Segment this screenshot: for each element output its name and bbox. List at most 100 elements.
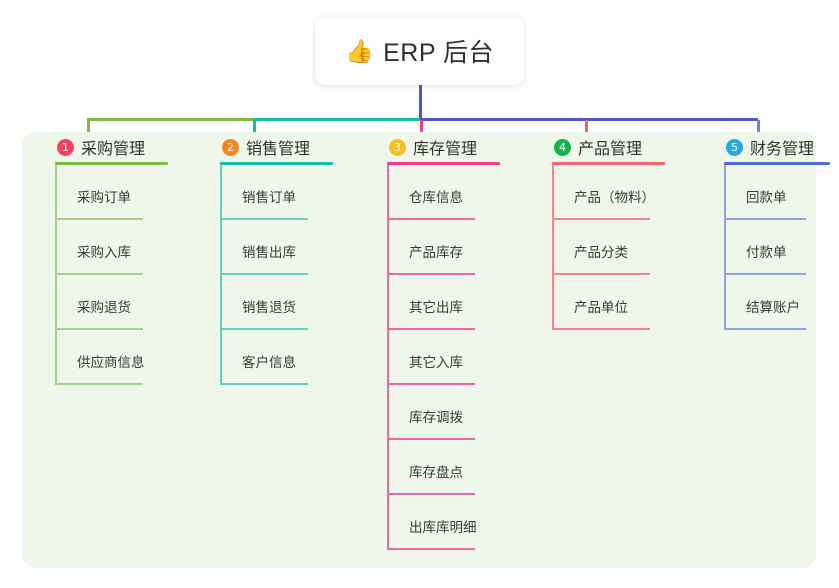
branch-underline — [724, 162, 830, 165]
leaf-item[interactable]: 采购订单 — [55, 165, 201, 220]
leaf-item[interactable]: 销售出库 — [220, 220, 364, 275]
leaf-item-label: 仓库信息 — [409, 190, 463, 205]
leaf-item-underline — [387, 438, 475, 440]
leaf-item[interactable]: 销售订单 — [220, 165, 364, 220]
leaf-item-underline — [387, 493, 475, 495]
branch-children: 采购订单采购入库采购退货供应商信息 — [55, 165, 201, 385]
leaf-item[interactable]: 产品单位 — [552, 275, 704, 330]
leaf-item[interactable]: 采购退货 — [55, 275, 201, 330]
leaf-item-label: 销售出库 — [242, 245, 296, 260]
leaf-item-label: 产品库存 — [409, 245, 463, 260]
root-node[interactable]: 👍 ERP 后台 — [315, 17, 524, 85]
leaf-item[interactable]: 客户信息 — [220, 330, 364, 385]
leaf-item[interactable]: 销售退货 — [220, 275, 364, 330]
branch-underline — [552, 162, 665, 165]
leaf-item[interactable]: 付款单 — [724, 220, 839, 275]
branch-title: 产品管理 — [578, 141, 643, 158]
root-node-label: ERP 后台 — [383, 39, 495, 67]
branch-title: 库存管理 — [413, 141, 478, 158]
branch-spine — [387, 165, 389, 550]
branch-underline — [55, 162, 168, 165]
branch-underline — [220, 162, 333, 165]
branch-number-badge: 4 — [554, 138, 571, 156]
leaf-item-label: 供应商信息 — [77, 355, 145, 370]
leaf-item-underline — [724, 328, 806, 330]
bus-segment-green — [87, 118, 254, 121]
leaf-item-label: 付款单 — [746, 245, 787, 260]
root-trunk-connector — [419, 85, 422, 120]
thumbs-up-icon: 👍 — [344, 37, 375, 64]
branch-spine — [55, 165, 57, 385]
leaf-item-underline — [387, 548, 475, 550]
leaf-item[interactable]: 采购入库 — [55, 220, 201, 275]
branch-children: 销售订单销售出库销售退货客户信息 — [220, 165, 364, 385]
branch-children: 回款单付款单结算账户 — [724, 165, 839, 330]
leaf-item-underline — [387, 218, 475, 220]
leaf-item-underline — [55, 383, 143, 385]
leaf-item-underline — [387, 273, 475, 275]
leaf-item-label: 回款单 — [746, 190, 787, 205]
leaf-item[interactable]: 仓库信息 — [387, 165, 531, 220]
branch-children: 仓库信息产品库存其它出库其它入库库存调拨库存盘点出库库明细 — [387, 165, 531, 550]
leaf-item-label: 产品（物料） — [574, 190, 655, 205]
leaf-item-underline — [387, 383, 475, 385]
leaf-item-label: 其它入库 — [409, 355, 463, 370]
branch-number-badge: 1 — [57, 138, 74, 156]
branch-column-产品管理: 4 产品管理产品（物料） 产品分类产品单位 — [552, 132, 704, 330]
leaf-item[interactable]: 产品（物料） — [552, 165, 704, 220]
leaf-item-label: 产品单位 — [574, 300, 628, 315]
leaf-item[interactable]: 库存调拨 — [387, 385, 531, 440]
leaf-item[interactable]: 产品库存 — [387, 220, 531, 275]
leaf-item-label: 库存盘点 — [409, 465, 463, 480]
branch-title: 销售管理 — [246, 141, 311, 158]
leaf-item-underline — [220, 273, 308, 275]
leaf-item-label: 采购入库 — [77, 245, 131, 260]
branch-number-badge: 2 — [222, 138, 239, 156]
leaf-item-label: 采购订单 — [77, 190, 131, 205]
leaf-item-label: 销售订单 — [242, 190, 296, 205]
leaf-item[interactable]: 其它出库 — [387, 275, 531, 330]
branch-header-产品管理[interactable]: 4 产品管理 — [552, 132, 704, 162]
leaf-item-underline — [387, 328, 475, 330]
branch-title: 采购管理 — [81, 141, 146, 158]
branch-column-采购管理: 1 采购管理采购订单采购入库采购退货供应商信息 — [55, 132, 201, 385]
leaf-item-label: 产品分类 — [574, 245, 628, 260]
branch-number-badge: 3 — [389, 138, 406, 156]
leaf-item-underline — [552, 218, 650, 220]
bus-segment-blue — [420, 118, 758, 121]
leaf-item-underline — [724, 218, 806, 220]
root-node-title: 👍 ERP 后台 — [345, 33, 494, 69]
leaf-item[interactable]: 产品分类 — [552, 220, 704, 275]
leaf-item[interactable]: 供应商信息 — [55, 330, 201, 385]
leaf-item-underline — [552, 328, 650, 330]
leaf-item-label: 客户信息 — [242, 355, 296, 370]
branch-spine — [220, 165, 222, 385]
branch-column-库存管理: 3 库存管理仓库信息产品库存其它出库其它入库库存调拨库存盘点出库库明细 — [387, 132, 531, 550]
leaf-item-underline — [55, 328, 143, 330]
leaf-item[interactable]: 结算账户 — [724, 275, 839, 330]
leaf-item-underline — [55, 273, 143, 275]
mindmap-panel: 1 采购管理采购订单采购入库采购退货供应商信息 2 销售管理销售订单销售出库销售退货客… — [22, 132, 830, 568]
branch-children: 产品（物料） 产品分类产品单位 — [552, 165, 704, 330]
leaf-item-label: 出库库明细 — [409, 520, 477, 535]
branch-header-采购管理[interactable]: 1 采购管理 — [55, 132, 201, 162]
leaf-item-underline — [220, 218, 308, 220]
leaf-item-underline — [220, 383, 308, 385]
leaf-item-underline — [55, 218, 143, 220]
leaf-item-underline — [724, 273, 806, 275]
branch-spine — [724, 165, 726, 330]
leaf-item[interactable]: 回款单 — [724, 165, 839, 220]
leaf-item-label: 采购退货 — [77, 300, 131, 315]
leaf-item-label: 库存调拨 — [409, 410, 463, 425]
leaf-item[interactable]: 出库库明细 — [387, 495, 531, 550]
branch-column-销售管理: 2 销售管理销售订单销售出库销售退货客户信息 — [220, 132, 364, 385]
branch-spine — [552, 165, 554, 330]
leaf-item-label: 其它出库 — [409, 300, 463, 315]
leaf-item-underline — [220, 328, 308, 330]
branch-header-库存管理[interactable]: 3 库存管理 — [387, 132, 531, 162]
leaf-item[interactable]: 其它入库 — [387, 330, 531, 385]
leaf-item[interactable]: 库存盘点 — [387, 440, 531, 495]
branch-header-销售管理[interactable]: 2 销售管理 — [220, 132, 364, 162]
